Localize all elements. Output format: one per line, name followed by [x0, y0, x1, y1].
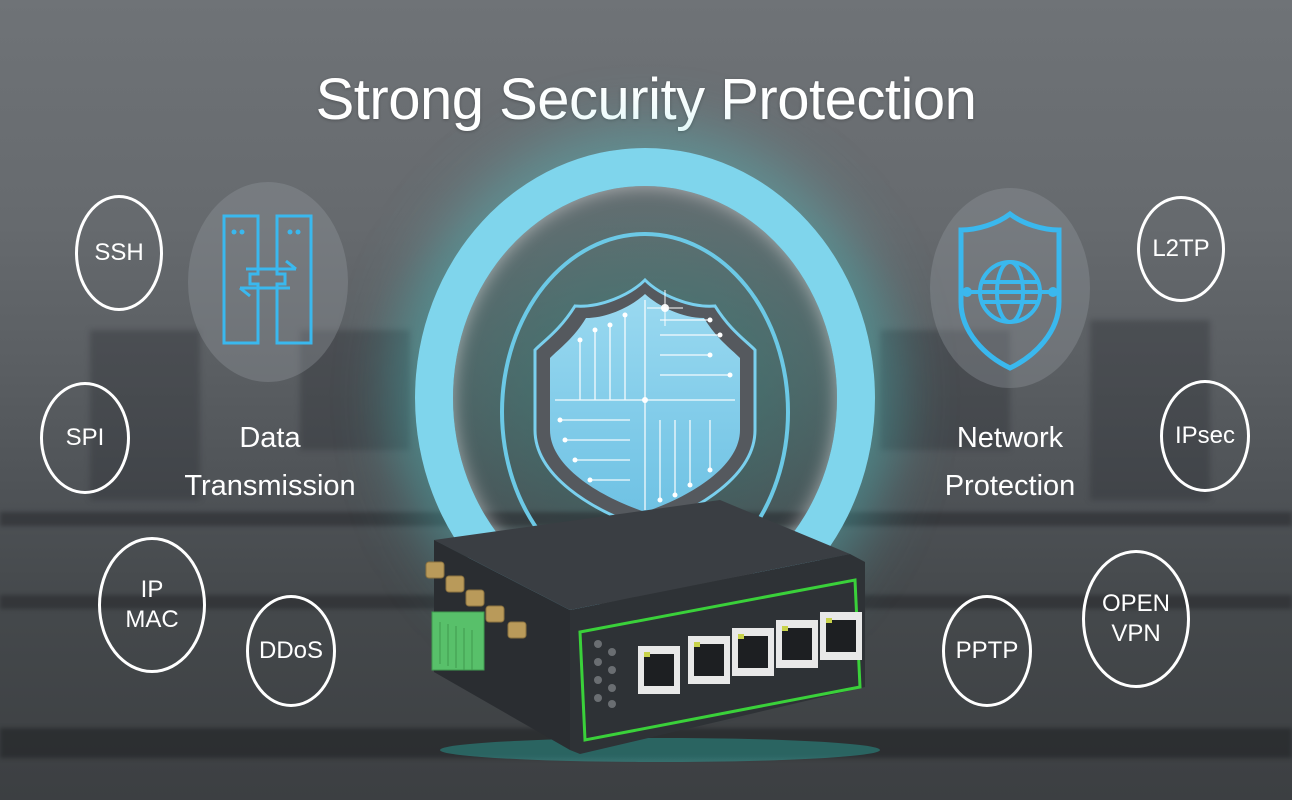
badge-ddos: DDoS [246, 595, 336, 707]
feature-label-data-transmission: Data Transmission [170, 415, 370, 511]
background-decor [300, 330, 410, 450]
badge-ip-mac: IP MAC [98, 537, 206, 673]
circuit-shield-icon [533, 277, 757, 530]
feature-label-line: Network [956, 422, 1064, 454]
badge-openvpn: OPEN VPN [1082, 550, 1190, 688]
badge-spi: SPI [40, 382, 130, 494]
badge-label: PPTP [955, 637, 1019, 664]
badge-label: DDoS [258, 637, 324, 664]
shield-globe-icon [958, 210, 1062, 371]
feature-label-network-protection: Network Protection [910, 415, 1110, 511]
badge-label: SPI [65, 424, 105, 451]
badge-label: IPsec [1174, 422, 1236, 449]
badge-ssh: SSH [75, 195, 163, 311]
badge-label: VPN [1111, 620, 1161, 647]
data-transmission-disc [188, 182, 348, 382]
network-protection-disc [930, 188, 1090, 388]
badge-l2tp: L2TP [1137, 196, 1225, 302]
badge-ipsec: IPsec [1160, 380, 1250, 492]
badge-label: MAC [125, 606, 179, 633]
badge-label: L2TP [1152, 235, 1210, 262]
badge-pptp: PPTP [942, 595, 1032, 707]
page-title: Strong Security Protection [315, 67, 977, 132]
industrial-router-image [425, 500, 880, 762]
feature-label-line: Protection [944, 469, 1076, 502]
feature-label-line: Transmission [184, 469, 356, 502]
feature-label-line: Data [239, 422, 301, 454]
badge-label: OPEN [1101, 590, 1170, 617]
data-transmission-icon [222, 214, 313, 345]
background-decor [880, 330, 1010, 450]
badge-label: IP [140, 576, 164, 603]
badge-label: SSH [94, 239, 144, 266]
